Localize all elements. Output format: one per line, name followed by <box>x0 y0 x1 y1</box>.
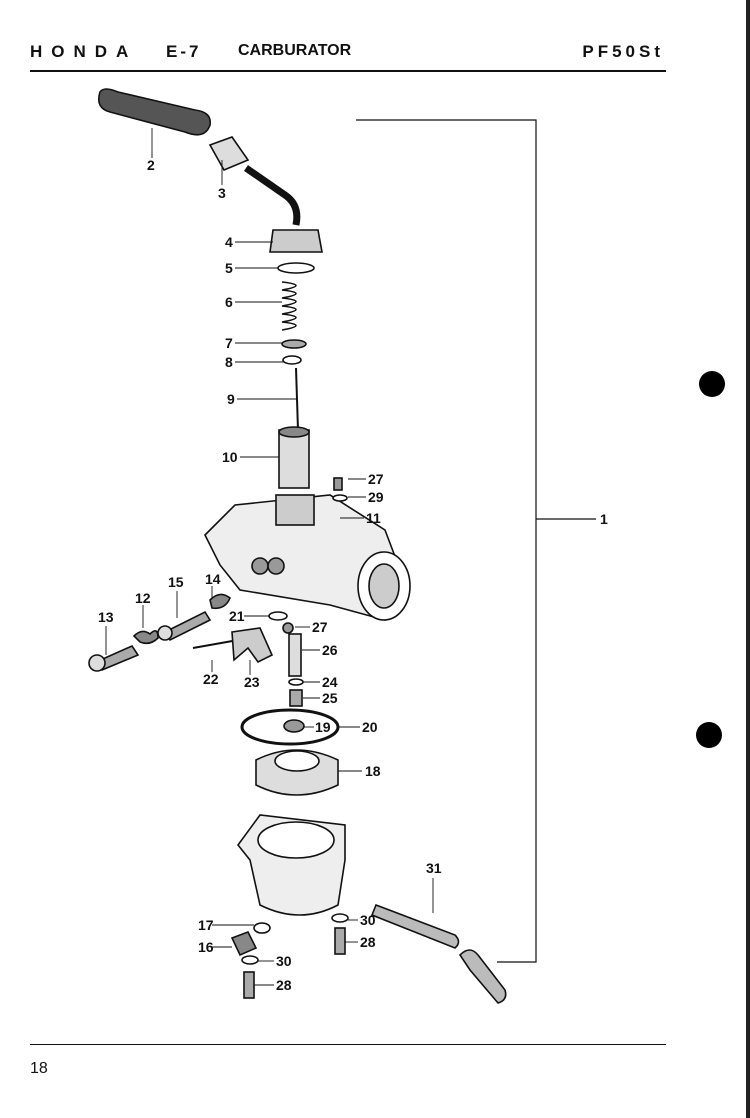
part-outlines <box>88 88 507 1004</box>
valve-19 <box>283 719 305 733</box>
part-number: 29 <box>368 489 384 505</box>
header-section: E-7 <box>166 42 202 61</box>
part-number: 9 <box>227 391 235 407</box>
part-number: 30 <box>276 953 292 969</box>
washer-30-upper <box>331 913 349 923</box>
part-number: 13 <box>98 609 114 625</box>
gasket-5 <box>277 262 315 274</box>
chamber-top <box>269 229 323 253</box>
part-number: 20 <box>362 719 378 735</box>
washer-17 <box>253 922 271 934</box>
part-number: 1 <box>600 511 608 527</box>
needle-seat <box>281 339 307 349</box>
part-labels: 1 2 3 4 5 6 7 8 9 10 11 12 13 14 15 16 1… <box>98 157 608 993</box>
cable-cap <box>97 88 212 136</box>
page-number: 18 <box>30 1060 48 1077</box>
spring-14 <box>209 593 231 610</box>
screw-28-upper <box>334 927 346 955</box>
part-number: 18 <box>365 763 381 779</box>
leader-lines <box>105 128 434 986</box>
part-number: 19 <box>315 719 331 735</box>
part-number: 21 <box>229 608 245 624</box>
assembly-bracket <box>356 119 596 963</box>
header-title: CARBURATOR <box>238 42 352 59</box>
page-header: HONDA E-7 CARBURATOR PF50St <box>30 42 670 66</box>
page-edge <box>746 0 750 1118</box>
binder-hole-top <box>699 371 725 397</box>
part-number: 31 <box>426 860 442 876</box>
part-number: 28 <box>360 934 376 950</box>
part-number: 8 <box>225 354 233 370</box>
choke-pin-22 <box>192 639 239 649</box>
binder-hole-bottom <box>696 722 722 748</box>
part-number: 27 <box>312 619 328 635</box>
part-number: 26 <box>322 642 338 658</box>
throttle-valve <box>278 429 310 489</box>
screw-28-lower <box>243 971 255 999</box>
part-number: 14 <box>205 571 221 587</box>
part-number: 7 <box>225 335 233 351</box>
washer-21 <box>268 611 288 621</box>
part-number: 23 <box>244 674 260 690</box>
washer-24 <box>288 678 304 686</box>
washer-30-lower <box>241 955 259 965</box>
part-number: 25 <box>322 690 338 706</box>
drain-plug-16 <box>230 930 258 957</box>
footer-rule <box>30 1044 666 1045</box>
part-number: 12 <box>135 590 151 606</box>
part-number: 30 <box>360 912 376 928</box>
part-number: 22 <box>203 671 219 687</box>
part-number: 16 <box>198 939 214 955</box>
part-number: 2 <box>147 157 155 173</box>
needle-jet-26 <box>288 633 302 677</box>
header-rule <box>30 70 666 72</box>
header-make: HONDA <box>30 42 138 61</box>
part-number: 6 <box>225 294 233 310</box>
tube-31-upper <box>370 903 460 949</box>
throttle-spring <box>281 281 297 331</box>
choke-lever-23 <box>231 627 274 664</box>
spring-12 <box>132 630 159 645</box>
part-number: 27 <box>368 471 384 487</box>
part-number: 10 <box>222 449 238 465</box>
part-number: 15 <box>168 574 184 590</box>
part-number: 17 <box>198 917 214 933</box>
part-number: 11 <box>366 510 381 526</box>
cable-outer <box>244 165 301 226</box>
main-jet-25 <box>289 689 303 707</box>
tube-31-lower <box>458 949 507 1004</box>
part-number: 5 <box>225 260 233 276</box>
part-number: 3 <box>218 185 226 201</box>
cable-sleeve <box>208 136 250 172</box>
part-number: 28 <box>276 977 292 993</box>
part-number: 24 <box>322 674 338 690</box>
header-model: PF50St <box>582 42 664 61</box>
needle-clip <box>282 355 302 365</box>
part-number: 4 <box>225 234 233 250</box>
jet-needle <box>295 367 299 431</box>
